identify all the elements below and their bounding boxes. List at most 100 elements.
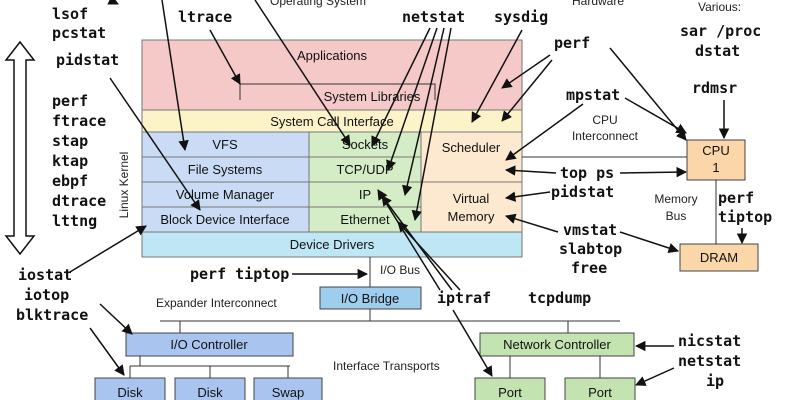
- os-stack: Applications System Libraries System Cal…: [141, 39, 523, 258]
- arrow-pcstat-vfs: [161, 0, 189, 152]
- io-controller-box: [125, 332, 294, 357]
- disk-box-1: [94, 377, 166, 400]
- tool-ftrace: ftrace: [52, 112, 106, 130]
- tool-dtrace: dtrace: [52, 192, 106, 210]
- tool-iostat: iostat: [18, 266, 72, 284]
- arrow-vmstat-dram: [619, 231, 679, 254]
- tool-iptraf: iptraf: [437, 289, 491, 307]
- tool-nicstat: nicstat: [678, 332, 741, 350]
- applications-label: Applications: [297, 48, 368, 63]
- swap-box: [253, 377, 323, 400]
- tool-perf-left: perf: [52, 92, 88, 110]
- interface-transports-label: Interface Transports: [333, 359, 440, 373]
- ethernet-label: Ethernet: [340, 212, 390, 227]
- linux-kernel-label: Linux Kernel: [117, 152, 131, 219]
- tool-lttng: lttng: [52, 212, 97, 230]
- scheduler-label: Scheduler: [442, 140, 501, 155]
- tool-iotop: iotop: [24, 286, 69, 304]
- arrow-iostat-block: [69, 225, 147, 273]
- tool-perf-top: perf: [554, 34, 590, 52]
- tcp-udp-label: TCP/UDP: [336, 162, 393, 177]
- cpu-label-line1: CPU: [702, 143, 729, 158]
- arrow-ltrace-bracket: [209, 29, 241, 85]
- ip-label: IP: [359, 187, 371, 202]
- file-systems-label: File Systems: [188, 162, 263, 177]
- virtual-memory-layer: [420, 181, 523, 233]
- tool-lsof: lsof: [52, 5, 88, 23]
- block-device-interface-layer: [141, 206, 310, 233]
- io-controller-label: I/O Controller: [170, 337, 248, 352]
- tool-ltrace: ltrace: [178, 8, 232, 26]
- io-bridge-label: I/O Bridge: [341, 291, 400, 306]
- arrow-pidstat-vm: [504, 191, 551, 202]
- io-bus-label: I/O Bus: [380, 263, 420, 277]
- tool-pcstat: pcstat: [52, 24, 106, 42]
- port-2-label: Port: [588, 385, 612, 400]
- arrow-sysdig: [471, 29, 523, 123]
- tool-pidstat-left: pidstat: [56, 51, 119, 69]
- tool-sysdig: sysdig: [494, 8, 548, 26]
- tool-vmstat: vmstat: [563, 221, 617, 239]
- system-libraries-label: System Libraries: [324, 89, 421, 104]
- tool-pidstat-right: pidstat: [551, 183, 614, 201]
- arrow-netstat-2: [386, 27, 438, 171]
- tool-ebpf: ebpf: [52, 172, 88, 190]
- swap-label: Swap: [272, 385, 305, 400]
- port-box-1: [474, 377, 546, 400]
- cpu-label-line2: 1: [712, 160, 719, 175]
- arrow-tcpdump: [397, 221, 461, 291]
- tool-sar-proc: sar /proc: [680, 22, 761, 40]
- device-drivers-label: Device Drivers: [290, 237, 375, 252]
- arrow-perf-syscall: [501, 59, 553, 122]
- memory-bus-label-line2: Bus: [666, 209, 687, 223]
- arrow-netstat-4: [411, 27, 452, 222]
- arrow-pidstat-block: [109, 77, 201, 211]
- arrow-netstat-3: [402, 27, 445, 197]
- system-libraries-bracket: [239, 83, 436, 100]
- network-controller-label: Network Controller: [503, 337, 611, 352]
- arrow-os-sockets: [254, 0, 351, 146]
- arrow-blktrace-controller: [99, 303, 133, 335]
- port-box-2: [564, 377, 636, 400]
- memory-bus-label-line1: Memory: [654, 192, 697, 206]
- tool-tiptop-right: tiptop: [718, 208, 772, 226]
- disk-box-2: [174, 377, 246, 400]
- file-systems-layer: [141, 156, 310, 183]
- block-device-interface-label: Block Device Interface: [160, 212, 289, 227]
- tool-perf-right: perf: [718, 189, 754, 207]
- vfs-label: VFS: [212, 137, 238, 152]
- tool-netstat-bottom: netstat: [678, 352, 741, 370]
- arrow-blktrace-disk: [89, 327, 125, 376]
- disk-2-label: Disk: [197, 385, 223, 400]
- applications-layer: [141, 39, 523, 111]
- arrow-netstat-port: [635, 367, 675, 386]
- expander-interconnect-label: Expander Interconnect: [156, 296, 277, 310]
- port-1-label: Port: [498, 385, 522, 400]
- tool-ip: ip: [706, 372, 724, 390]
- tool-top-ps: top ps: [560, 164, 614, 182]
- dram-box: [679, 243, 759, 272]
- cpu-interconnect-label-line2: Interconnect: [572, 129, 639, 143]
- network-controller-box: [479, 332, 635, 357]
- cpu-interconnect-label-line1: CPU: [592, 113, 617, 127]
- virtual-memory-label-line2: Memory: [448, 209, 495, 224]
- disk-1-label: Disk: [117, 385, 143, 400]
- arrow-lsof: [107, 0, 119, 5]
- tool-rdmsr: rdmsr: [692, 79, 737, 97]
- hardware-label: Hardware: [572, 0, 624, 8]
- tool-ktap: ktap: [52, 152, 88, 170]
- virtual-memory-label-line1: Virtual: [453, 191, 490, 206]
- arrow-netstat-1: [371, 27, 431, 147]
- tool-arrows: [69, 0, 748, 386]
- operating-system-label: Operating System: [270, 0, 366, 8]
- various-label: Various:: [698, 0, 741, 14]
- volume-manager-label: Volume Manager: [176, 187, 275, 202]
- arrow-vmstat-vm: [504, 213, 559, 233]
- arrow-perf-applications: [501, 54, 551, 89]
- arrow-perf-cpu: [609, 47, 687, 141]
- system-call-interface-label: System Call Interface: [270, 114, 394, 129]
- tool-tcpdump: tcpdump: [528, 289, 591, 307]
- tool-stap: stap: [52, 132, 88, 150]
- arrow-iptraf-port: [452, 309, 493, 377]
